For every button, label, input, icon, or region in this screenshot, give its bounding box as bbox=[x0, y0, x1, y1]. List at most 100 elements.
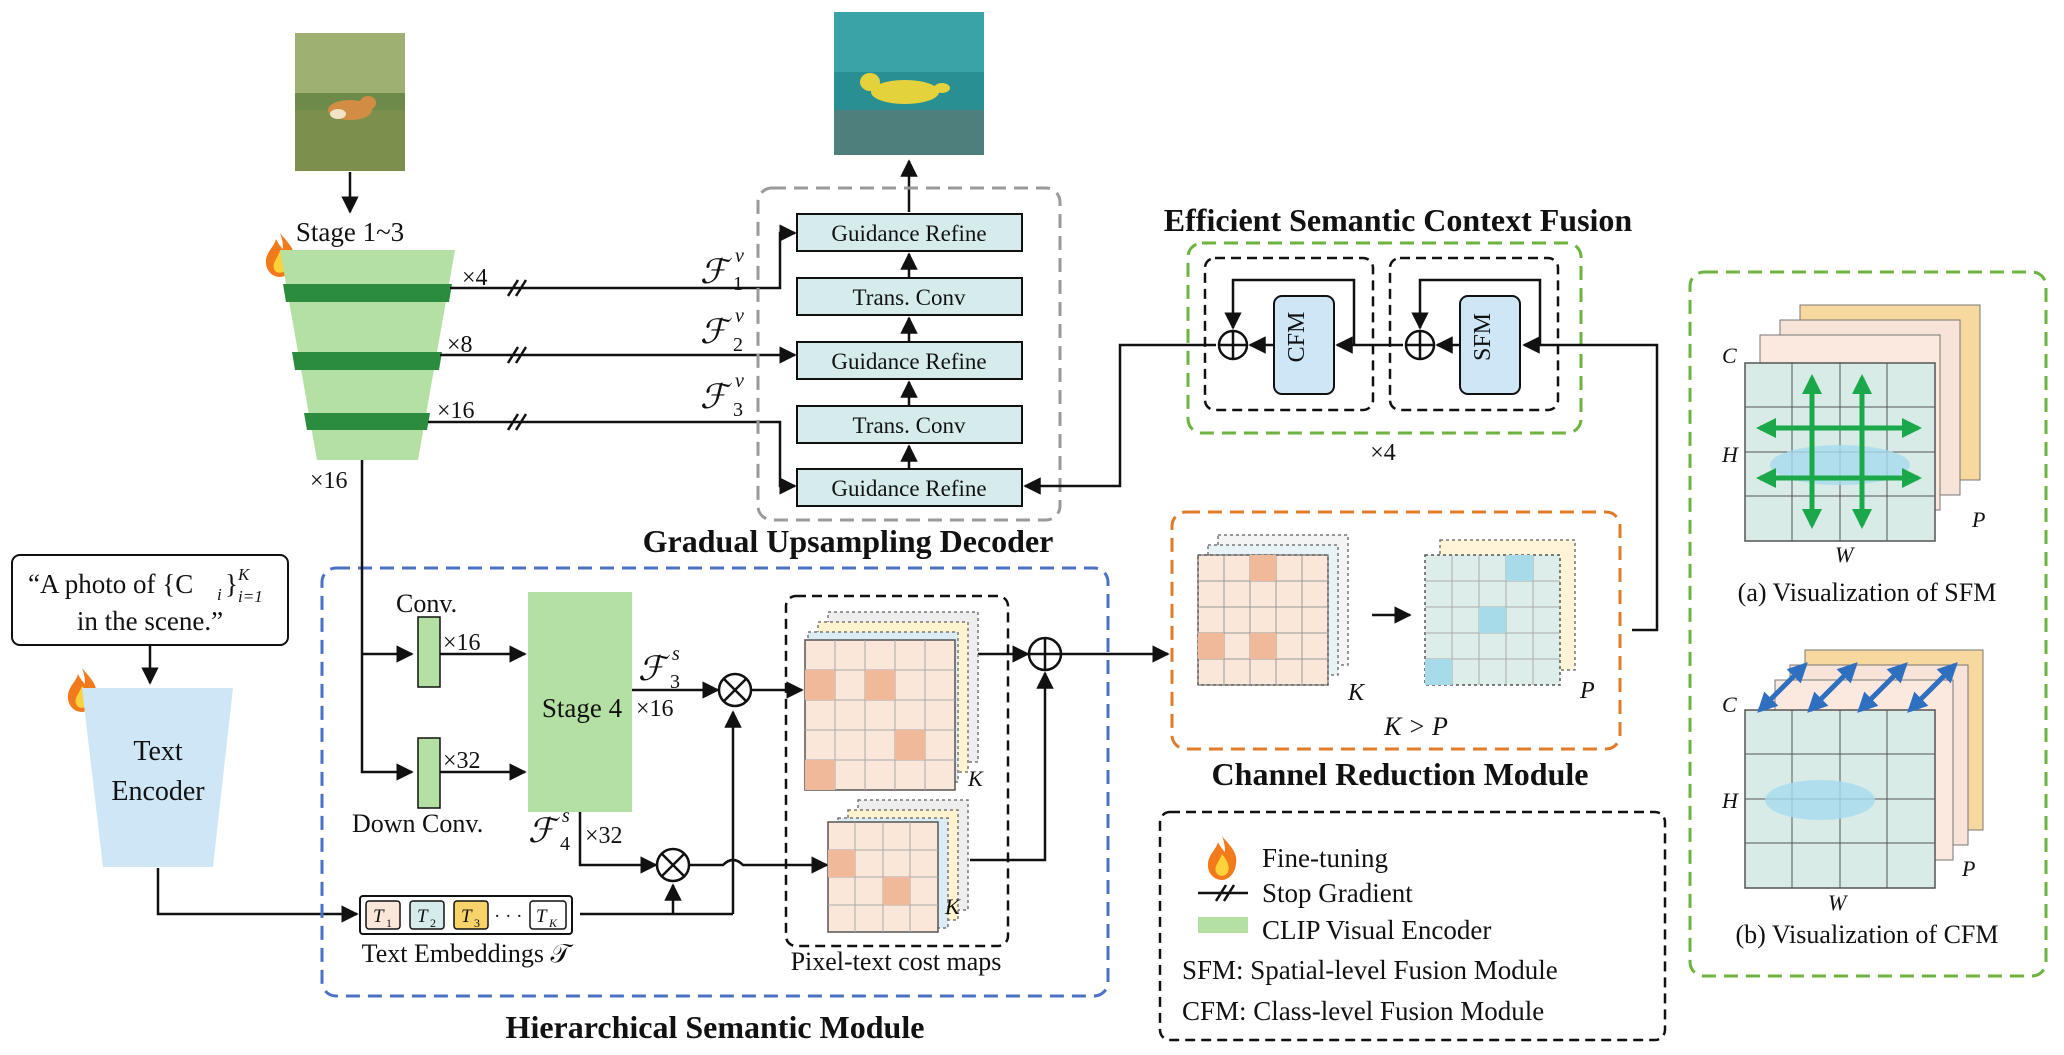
cfm-c-axis: C bbox=[1722, 692, 1737, 717]
cfm-p-axis: P bbox=[1961, 856, 1975, 881]
svg-text:}: } bbox=[225, 569, 238, 599]
svg-text:i: i bbox=[217, 585, 222, 604]
svg-text:“A photo of {C: “A photo of {C bbox=[28, 569, 193, 599]
svg-text:4: 4 bbox=[560, 833, 570, 855]
sfm-h-axis: H bbox=[1721, 442, 1739, 467]
clip-visual-encoder bbox=[280, 250, 455, 460]
down-conv-x32-label: ×32 bbox=[443, 748, 481, 774]
cost-map-small-k: K bbox=[944, 894, 961, 919]
sfm-c-axis: C bbox=[1722, 343, 1737, 368]
guidance-refine-1: Guidance Refine bbox=[831, 221, 986, 246]
decoder-box bbox=[756, 186, 1062, 522]
cfm-group-box bbox=[1203, 256, 1375, 412]
down-conv-label: Down Conv. bbox=[352, 809, 483, 838]
sfm-label: SFM bbox=[1470, 313, 1496, 361]
svg-text:i=1: i=1 bbox=[238, 587, 263, 606]
svg-text:v: v bbox=[735, 245, 744, 267]
cfm-w-axis: W bbox=[1828, 890, 1848, 915]
sfm-w-axis: W bbox=[1835, 542, 1855, 567]
crm-box bbox=[1170, 510, 1622, 751]
feature-lines bbox=[428, 224, 797, 495]
down-conv-block bbox=[417, 737, 441, 809]
prompt-box bbox=[11, 554, 289, 646]
svg-text:T: T bbox=[536, 906, 548, 927]
stage4-x16-label: ×16 bbox=[636, 696, 674, 722]
svg-text:s: s bbox=[562, 805, 570, 827]
cfm-h-axis: H bbox=[1721, 788, 1739, 813]
cfm-label: CFM bbox=[1284, 312, 1310, 363]
svg-text:K: K bbox=[237, 565, 251, 584]
svg-text:· · ·: · · · bbox=[494, 906, 522, 927]
stage4-label: Stage 4 bbox=[542, 693, 623, 723]
guidance-refine-3: Guidance Refine bbox=[831, 476, 986, 501]
sfm-vis-cube bbox=[1744, 304, 1981, 542]
text-embedding-tokens bbox=[365, 900, 567, 930]
legend-box bbox=[1158, 810, 1667, 1042]
legend-fine-tuning: Fine-tuning bbox=[1262, 843, 1388, 873]
cost-map-small bbox=[827, 799, 969, 933]
crm-k-label: K bbox=[1347, 680, 1366, 706]
svg-text:2: 2 bbox=[430, 916, 436, 930]
cost-sum-node bbox=[1027, 636, 1063, 672]
svg-text:ℱ: ℱ bbox=[528, 813, 561, 850]
cost-map-large bbox=[804, 611, 979, 791]
svg-text:T: T bbox=[417, 906, 429, 927]
escf-arrows bbox=[1023, 278, 1659, 632]
escf-x4-label: ×4 bbox=[1370, 440, 1396, 466]
output-segmentation bbox=[834, 12, 984, 155]
hsm-branch-lines bbox=[360, 460, 527, 781]
svg-text:2: 2 bbox=[733, 334, 743, 356]
svg-text:3: 3 bbox=[474, 916, 480, 930]
multiply-nodes bbox=[655, 672, 753, 883]
input-image bbox=[295, 33, 405, 171]
prompt-text: “A photo of {C i } K i=1 in the scene.” bbox=[28, 565, 263, 636]
svg-text:v: v bbox=[735, 370, 744, 392]
svg-text:ℱ: ℱ bbox=[638, 651, 671, 688]
feature-f1v-label: ℱ v 1 bbox=[700, 245, 744, 295]
escf-sum-nodes bbox=[1217, 329, 1436, 361]
text-embeddings-label: Text Embeddings 𝒯 bbox=[362, 939, 574, 968]
encoder-x16-label: ×16 bbox=[310, 468, 348, 494]
stop-gradient-marks bbox=[506, 279, 528, 431]
scale-x16-label: ×16 bbox=[437, 398, 475, 424]
svg-text:1: 1 bbox=[733, 273, 743, 295]
crm-k-gt-p: K > P bbox=[1383, 712, 1448, 741]
escf-box bbox=[1186, 241, 1583, 435]
svg-text:3: 3 bbox=[670, 671, 680, 693]
svg-text:1: 1 bbox=[386, 916, 392, 930]
text-encoder bbox=[82, 688, 233, 867]
sfm-vis-caption: (a) Visualization of SFM bbox=[1738, 578, 1997, 607]
svg-text:T: T bbox=[461, 906, 473, 927]
stage4-x32-label: ×32 bbox=[585, 823, 623, 849]
text-encoder-label-1: Text bbox=[133, 736, 183, 767]
escf-title: Efficient Semantic Context Fusion bbox=[1164, 202, 1633, 238]
stage13-label: Stage 1~3 bbox=[296, 217, 404, 247]
crm-p-label: P bbox=[1579, 678, 1595, 704]
crm-input-stack bbox=[1197, 534, 1349, 686]
conv-block bbox=[417, 616, 441, 688]
legend-sfm: SFM: Spatial-level Fusion Module bbox=[1182, 955, 1558, 985]
decoder-blocks bbox=[796, 213, 1023, 507]
legend-fire-icon bbox=[1207, 836, 1237, 880]
crm-output-stack bbox=[1424, 539, 1576, 686]
encoder-to-embeddings-arrow bbox=[156, 868, 359, 923]
svg-text:3: 3 bbox=[733, 399, 743, 421]
feature-f3v-label: ℱ v 3 bbox=[700, 370, 744, 421]
cost-map-large-k: K bbox=[967, 766, 984, 791]
svg-text:ℱ: ℱ bbox=[700, 379, 733, 416]
guidance-refine-2: Guidance Refine bbox=[831, 349, 986, 374]
feature-f3s-label: ℱ s 3 bbox=[638, 643, 680, 693]
cost-maps-caption: Pixel-text cost maps bbox=[791, 947, 1002, 976]
feature-f4s-label: ℱ s 4 bbox=[528, 805, 570, 855]
crm-title: Channel Reduction Module bbox=[1212, 756, 1589, 792]
conv-label: Conv. bbox=[396, 589, 457, 618]
svg-text:T: T bbox=[373, 906, 385, 927]
feature-f2v-label: ℱ v 2 bbox=[700, 305, 744, 356]
decoder-title: Gradual Upsampling Decoder bbox=[643, 523, 1054, 559]
svg-text:K: K bbox=[548, 916, 558, 930]
legend-clip-swatch bbox=[1198, 917, 1248, 933]
scale-x8-label: ×8 bbox=[447, 332, 473, 358]
hsm-box bbox=[320, 566, 1110, 998]
